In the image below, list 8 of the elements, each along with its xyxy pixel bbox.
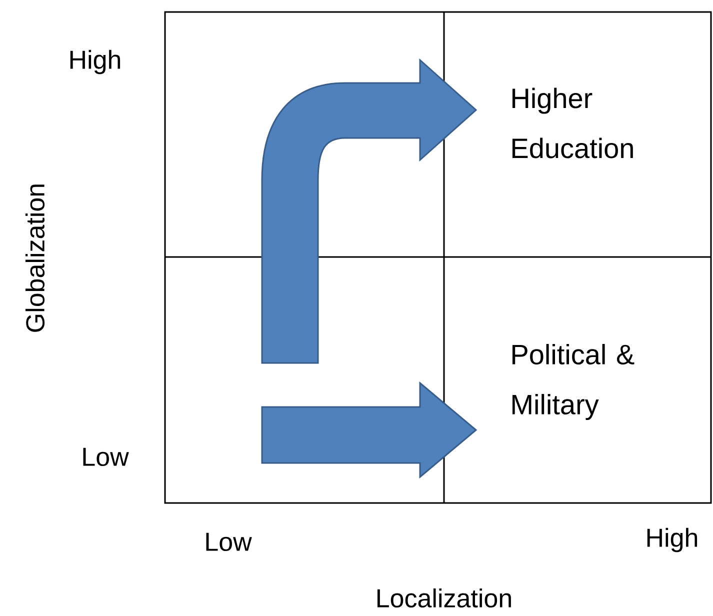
axis-tick-label: Low — [83, 448, 129, 466]
quadrant-label: Higher Education — [512, 88, 633, 158]
quadrant-label: Political & Military — [512, 344, 634, 420]
axis-tick-label: High — [647, 528, 698, 552]
axis-title: Localization — [377, 588, 511, 608]
axis-title: Globalization — [25, 184, 45, 332]
axis-tick-label: Low — [206, 532, 252, 552]
axis-tick-label: High — [70, 50, 120, 74]
